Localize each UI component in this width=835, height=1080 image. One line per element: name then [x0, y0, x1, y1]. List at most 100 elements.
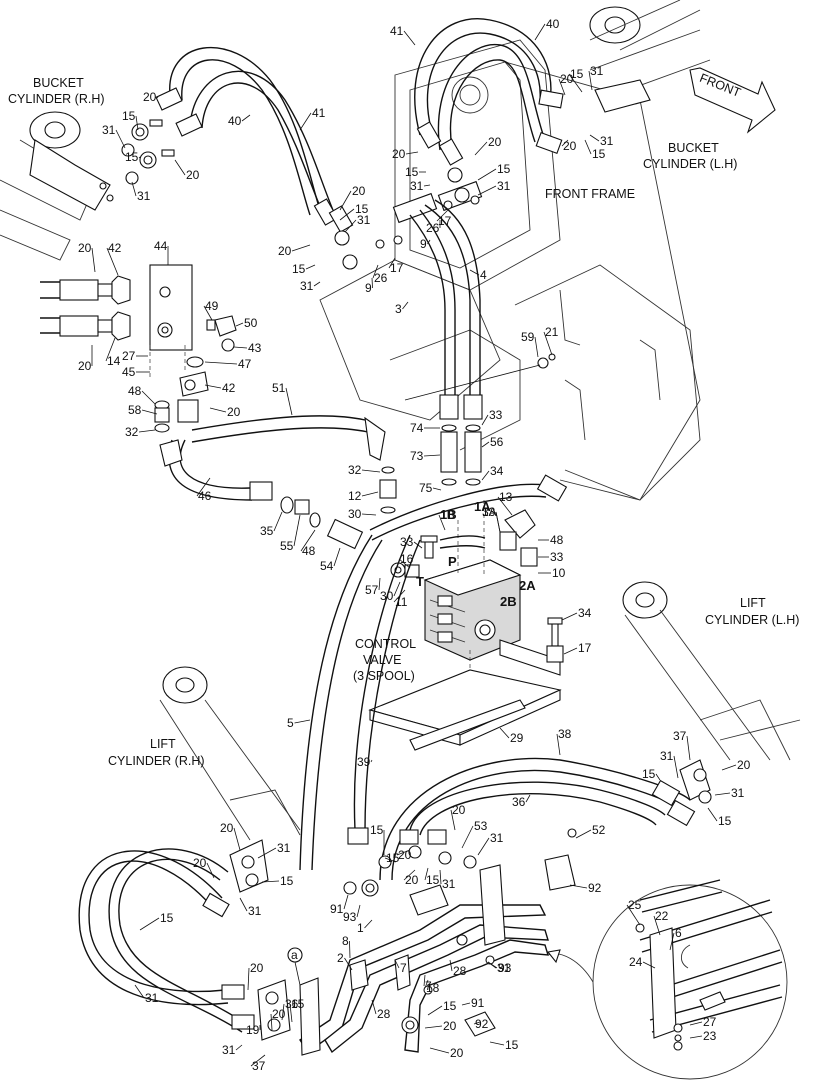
leader-line: [261, 880, 280, 883]
part-number-label: 23: [703, 1029, 717, 1043]
bucket-cylinder-rh: [0, 111, 114, 261]
part-number-label: 18: [426, 981, 440, 995]
leader-line: [655, 773, 661, 781]
bucket-hoses-40-41: [155, 18, 564, 233]
leader-line: [250, 1054, 266, 1067]
leader-line: [481, 470, 490, 481]
leader-line: [424, 1025, 443, 1029]
lift-cylinder-lh: [622, 581, 801, 761]
part-number-label: 20: [220, 821, 234, 835]
caption-control-valve-2: VALVE: [363, 653, 401, 667]
leader-line: [669, 932, 675, 951]
part-number-label: 48: [128, 384, 142, 398]
leader-line: [405, 151, 419, 155]
leader-line: [196, 477, 211, 497]
part-number-label: 59: [521, 330, 535, 344]
part-number-label: 31: [300, 279, 314, 293]
part-number-label: 48: [550, 533, 564, 547]
part-number-label: 91: [471, 996, 485, 1010]
central-fittings-cluster: [378, 829, 477, 869]
part-number-label: 31: [102, 123, 116, 137]
leader-line: [423, 974, 426, 987]
part-number-label: 73: [410, 449, 424, 463]
leader-line: [281, 1003, 285, 1021]
part-number-label: 27: [703, 1015, 717, 1029]
hoses-36-37-right: [379, 757, 712, 881]
leader-line: [423, 454, 441, 457]
leader-line: [333, 547, 341, 567]
leader-line: [388, 257, 396, 269]
part-number-label: 12: [348, 489, 362, 503]
port-label-2a: 2A: [519, 578, 536, 593]
part-number-label: 20: [352, 184, 366, 198]
part-number-label: 20: [250, 961, 264, 975]
leader-line: [378, 577, 381, 591]
leader-line: [139, 917, 160, 931]
leader-line: [461, 1002, 471, 1006]
part-number-label: 15: [642, 767, 656, 781]
part-number-label: 1: [357, 921, 364, 935]
leader-line: [239, 897, 248, 912]
part-number-label: 46: [198, 489, 212, 503]
part-number-label: 20: [450, 1046, 464, 1060]
part-number-label: 20: [737, 758, 751, 772]
leader-line: [141, 409, 158, 415]
leader-line: [235, 1044, 243, 1051]
leader-line: [707, 807, 718, 822]
leader-line: [384, 857, 397, 863]
leader-line: [626, 904, 641, 926]
part-number-label: 45: [122, 365, 136, 379]
part-number-label: 42: [222, 381, 236, 395]
part-number-label: 15: [718, 814, 732, 828]
part-number-label: 26: [374, 271, 388, 285]
leader-line: [247, 967, 250, 991]
part-number-label: 7: [425, 979, 432, 993]
part-number-label: 28: [377, 1007, 391, 1021]
leader-line: [209, 407, 227, 413]
leader-line: [289, 1003, 293, 1023]
hoses-3-4: [409, 199, 483, 420]
leader-line: [233, 346, 248, 349]
part-number-label: 20: [78, 359, 92, 373]
leader-line: [396, 849, 411, 856]
part-number-label: 34: [578, 606, 592, 620]
caption-bucket-cylinder-lh-2: CYLINDER (L.H): [643, 157, 737, 171]
part-number-label: 1B: [440, 508, 455, 522]
leader-line: [423, 184, 431, 187]
part-number-label: 41: [312, 106, 326, 120]
leader-line: [235, 322, 244, 327]
part-number-label: 20: [278, 244, 292, 258]
leader-line: [105, 337, 116, 362]
frame-top-fittings: [334, 167, 483, 270]
valve-port-fittings: [390, 535, 438, 578]
leader-line: [589, 134, 600, 142]
part-number-label: 31: [145, 991, 159, 1005]
caption-front-frame: FRONT FRAME: [545, 187, 635, 201]
part-number-label: 7: [400, 961, 407, 975]
part-number-label: 20: [563, 139, 577, 153]
leader-line: [364, 919, 373, 929]
leader-line: [361, 513, 377, 516]
leader-line: [481, 441, 490, 448]
fittings-32-12-30: [379, 466, 397, 514]
leader-line: [273, 511, 283, 532]
part-number-label: 35: [260, 524, 274, 538]
lift-cylinder-rh: [159, 666, 301, 841]
part-number-label: 20: [227, 405, 241, 419]
caption-lift-cylinder-lh-2: CYLINDER (L.H): [705, 613, 799, 627]
part-number-label: 54: [320, 559, 334, 573]
leader-line: [403, 30, 416, 46]
leader-line: [305, 264, 316, 270]
part-number-label: 22: [655, 909, 669, 923]
part-number-label: 20: [78, 241, 92, 255]
leader-line: [449, 959, 453, 972]
leader-line: [134, 984, 145, 999]
leader-line: [138, 429, 156, 433]
part-number-label: 52: [592, 823, 606, 837]
part-number-label: 3: [395, 302, 402, 316]
caption-control-valve-3: (3 SPOOL): [353, 669, 415, 683]
part-number-label: 17: [390, 261, 404, 275]
hoses-36-37-left: [78, 839, 269, 1033]
part-number-label: 74: [410, 421, 424, 435]
